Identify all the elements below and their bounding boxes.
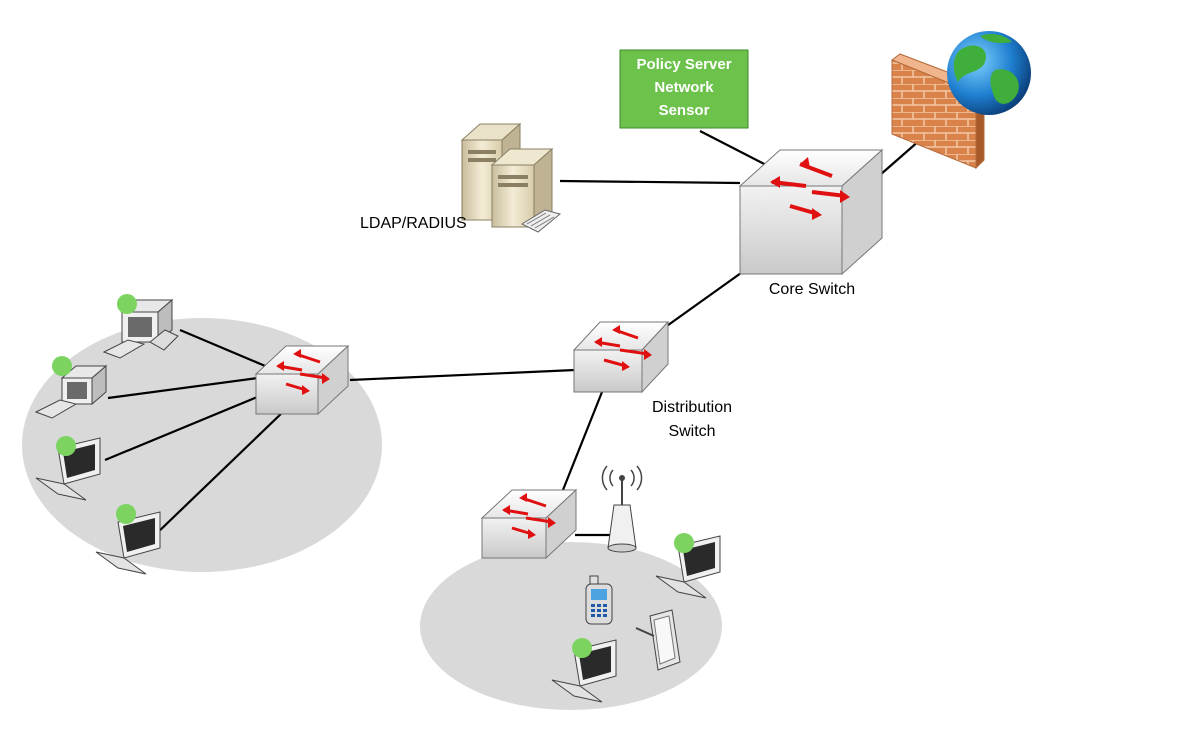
link-server-core — [559, 179, 741, 185]
status-dot — [572, 638, 592, 658]
wireless-access-point-icon[interactable] — [601, 465, 643, 553]
distribution-switch-label: Switch — [668, 423, 715, 440]
access-switch-wireless[interactable] — [480, 488, 578, 560]
laptop-icon[interactable] — [551, 638, 617, 703]
laptop-icon[interactable] — [35, 436, 101, 501]
status-dot — [674, 533, 694, 553]
link-access1-desktop1 — [179, 328, 271, 370]
server-icon — [460, 122, 562, 233]
ldap-radius-label: LDAP/RADIUS — [360, 215, 467, 232]
globe-icon — [947, 31, 1031, 115]
status-dot — [116, 504, 136, 524]
switch-arrows-icon — [502, 493, 556, 539]
policy-server-box: Policy Server Network Sensor — [619, 49, 749, 129]
policy-sensor-label: Sensor — [659, 102, 710, 119]
distribution-label: Distribution — [652, 399, 732, 416]
policy-server-label: Policy Server — [636, 56, 731, 73]
status-dot — [52, 356, 72, 376]
switch-arrows-icon — [770, 157, 850, 220]
switch-arrows-icon — [276, 349, 330, 395]
mobile-phone-icon[interactable] — [585, 575, 613, 625]
core-switch-label: Core Switch — [769, 281, 855, 298]
laptop-icon[interactable] — [95, 504, 161, 575]
distribution-switch[interactable] — [572, 320, 670, 394]
link-distribution-access1 — [349, 368, 576, 382]
wireless-group-area — [420, 542, 722, 710]
status-dot — [56, 436, 76, 456]
core-switch[interactable] — [738, 148, 884, 276]
tablet-icon[interactable] — [635, 609, 681, 671]
link-access1-laptop2 — [154, 409, 286, 536]
desktop-computer-icon[interactable] — [34, 356, 108, 419]
access-switch-wired[interactable] — [254, 344, 350, 416]
policy-network-label: Network — [654, 79, 714, 96]
link-core-firewall — [879, 139, 921, 176]
status-dot — [117, 294, 137, 314]
switch-arrows-icon — [594, 325, 652, 371]
laptop-icon[interactable] — [655, 533, 721, 599]
link-access1-desktop2 — [107, 376, 259, 400]
desktop-computer-icon[interactable] — [102, 294, 179, 359]
link-access1-laptop1 — [104, 393, 263, 462]
link-policy-core — [699, 130, 773, 169]
